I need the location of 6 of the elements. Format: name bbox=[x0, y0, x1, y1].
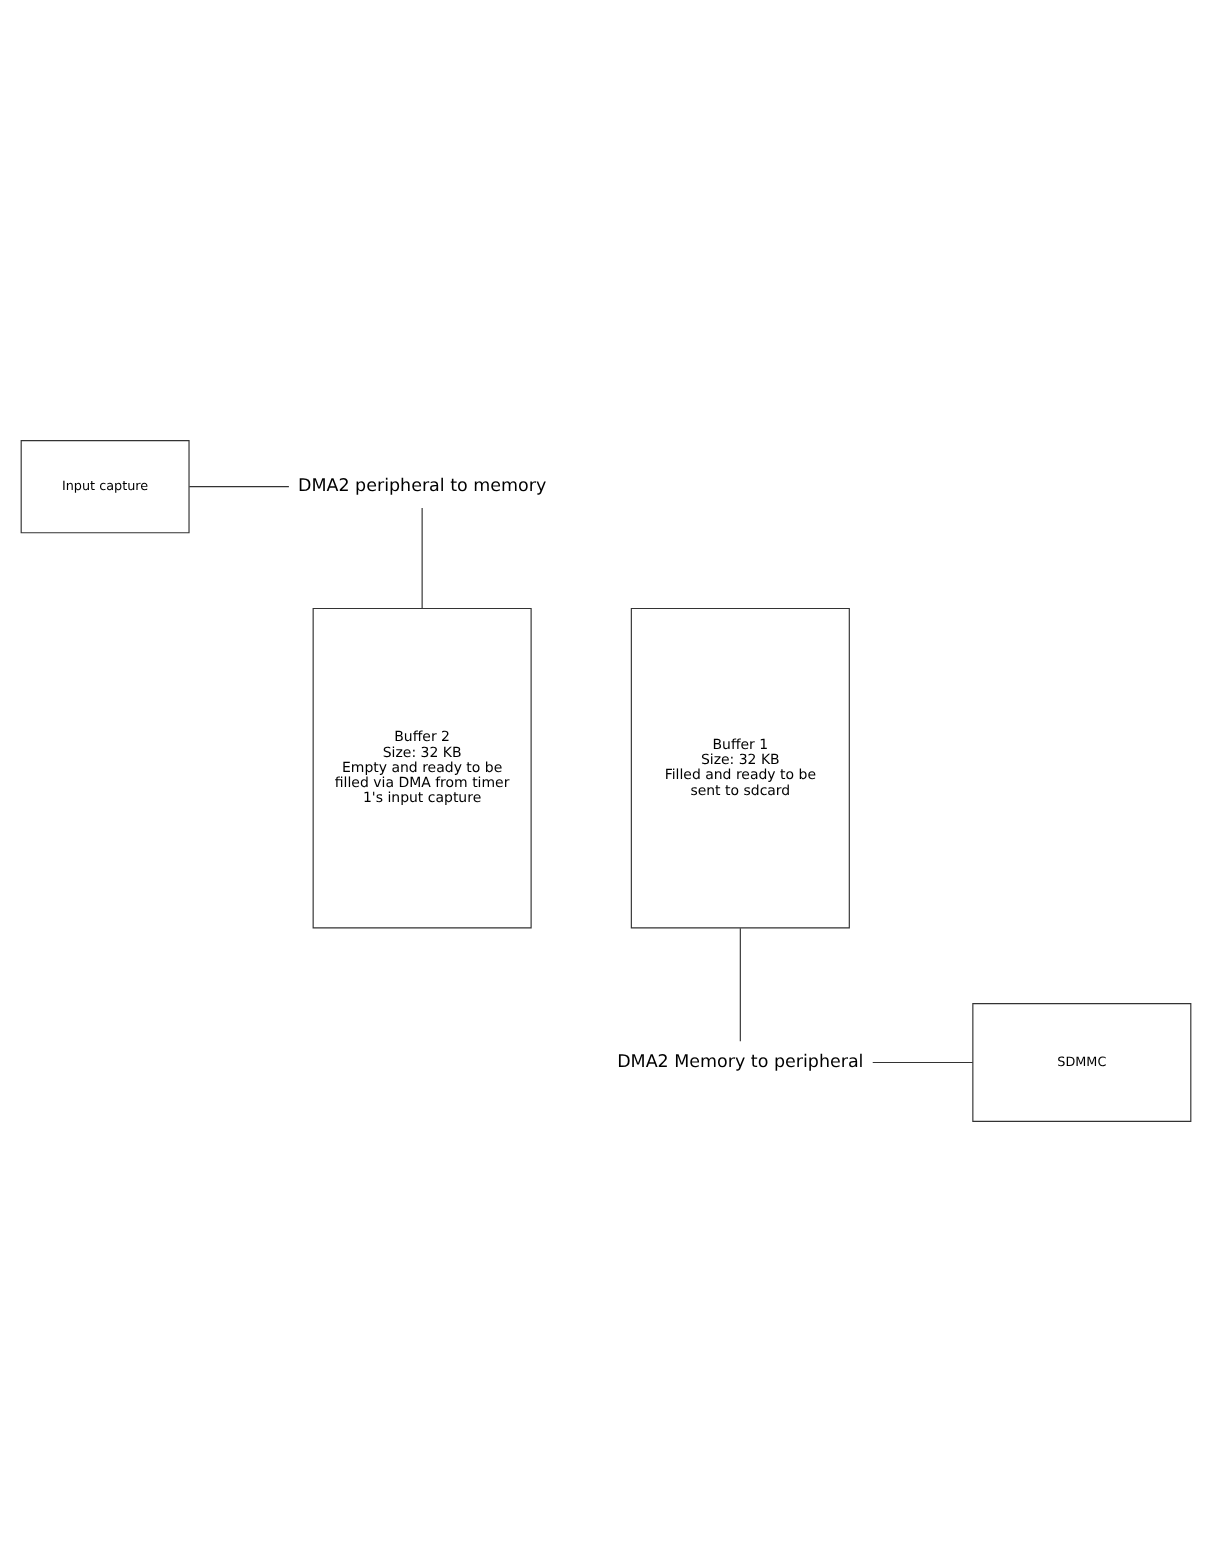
connector bbox=[188, 486, 290, 488]
node-text: DMA2 Memory to peripheral bbox=[617, 1052, 864, 1073]
node-text: DMA2 peripheral to memory bbox=[297, 476, 547, 497]
connector bbox=[421, 507, 423, 609]
connector bbox=[872, 1061, 974, 1064]
connector bbox=[739, 927, 741, 1042]
